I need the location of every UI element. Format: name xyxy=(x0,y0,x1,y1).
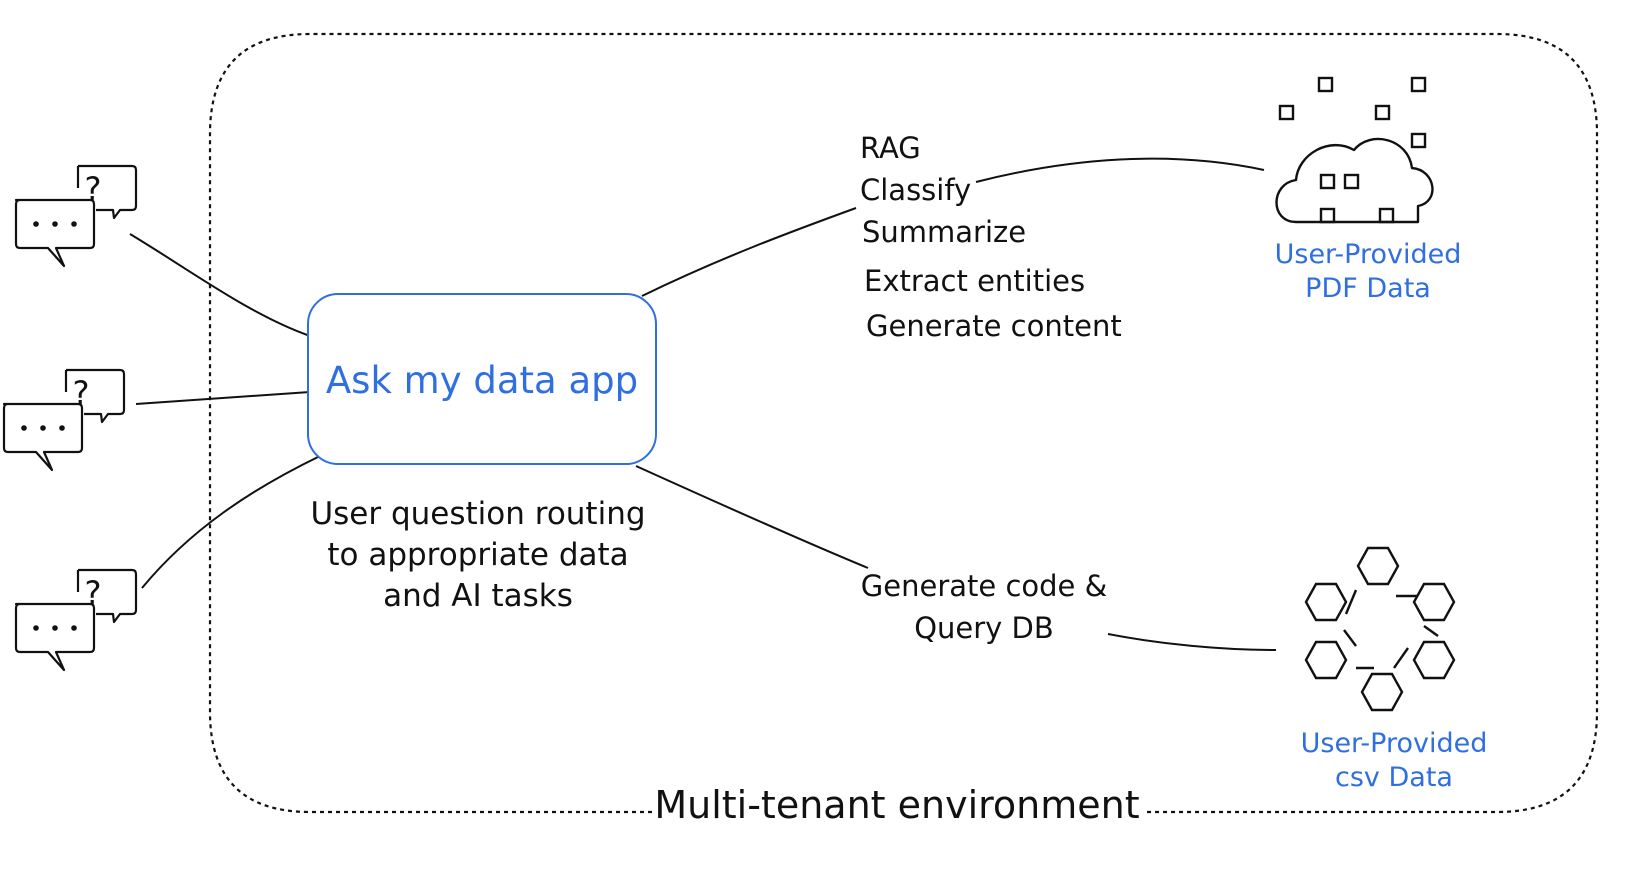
task-item: Classify xyxy=(860,173,971,207)
chat-bubbles-icon xyxy=(2,368,126,472)
task-item: Extract entities xyxy=(864,264,1085,298)
task-item: Generate code & xyxy=(861,569,1107,603)
environment-label: Multi-tenant environment xyxy=(654,783,1139,827)
pdf-source-label: User-Provided PDF Data xyxy=(1275,239,1462,304)
pdf-label-line: PDF Data xyxy=(1305,273,1431,304)
task-item: Summarize xyxy=(862,215,1026,249)
chat-bubbles-icon xyxy=(14,164,138,268)
app-caption-line: and AI tasks xyxy=(383,578,573,614)
question-mark: ? xyxy=(73,374,90,412)
user-group-top: ? xyxy=(14,164,138,268)
user-group-bottom: ? xyxy=(14,568,138,672)
question-mark: ? xyxy=(85,574,102,612)
task-item: Query DB xyxy=(914,611,1054,645)
csv-source-label: User-Provided csv Data xyxy=(1301,728,1488,793)
chat-bubbles-icon xyxy=(14,568,138,672)
unstructured-task-list: RAG Classify Summarize Extract entities … xyxy=(860,131,1122,343)
connector-tasks-to-pdf xyxy=(975,157,1265,183)
task-item: RAG xyxy=(860,131,921,165)
user-group-middle: ? xyxy=(2,368,126,472)
connectors xyxy=(129,157,1277,651)
app-title: Ask my data app xyxy=(326,359,638,402)
connector-app-to-code xyxy=(635,465,869,569)
cloud-data-icon xyxy=(1275,76,1434,224)
connector-user-middle xyxy=(135,391,311,405)
structured-task: Generate code & Query DB xyxy=(861,569,1107,645)
task-item: Generate content xyxy=(866,309,1122,343)
connector-user-bottom xyxy=(141,455,321,589)
connector-app-to-tasks xyxy=(641,207,857,297)
multi-tenant-boundary xyxy=(208,32,1599,814)
app-caption-line: to appropriate data xyxy=(327,537,628,573)
hexagon-network-icon xyxy=(1304,546,1456,712)
csv-label-line: csv Data xyxy=(1335,762,1453,793)
connector-code-to-csv xyxy=(1107,633,1277,651)
app-caption-line: User question routing xyxy=(310,496,645,532)
csv-label-line: User-Provided xyxy=(1301,728,1488,759)
connector-user-top xyxy=(129,233,311,337)
pdf-label-line: User-Provided xyxy=(1275,239,1462,270)
app-caption: User question routing to appropriate dat… xyxy=(310,496,645,614)
app-box[interactable]: Ask my data app xyxy=(307,293,657,465)
question-mark: ? xyxy=(85,170,102,208)
